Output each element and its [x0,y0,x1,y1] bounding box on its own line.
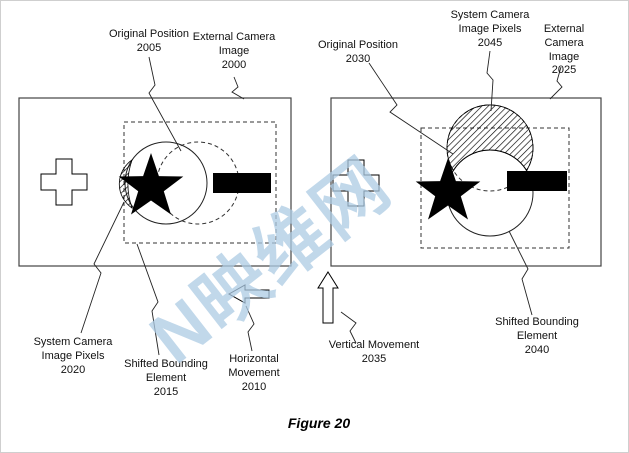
vertical-movement-arrow-icon [317,271,339,324]
right-plus-icon [332,159,380,207]
left-diagram [18,56,292,356]
label-external-camera-2025: External Camera Image 2025 [543,23,585,77]
label-system-camera-pixels-2045: System Camera Image Pixels 2045 [450,9,530,49]
label-shifted-bounding-2040: Shifted Bounding Element 2040 [495,316,579,356]
leader-system-camera-pixels-2045 [486,50,494,112]
right-external-camera-frame [330,97,602,267]
label-horizontal-movement-2010: Horizontal Movement 2010 [228,353,280,393]
leader-horizontal-movement-2010 [245,305,255,352]
leader-external-camera-2025 [549,66,563,100]
label-original-position-2005: Original Position 2005 [108,28,190,54]
label-vertical-movement-2035: Vertical Movement 2035 [328,339,420,365]
horizontal-movement-arrow-icon [227,284,270,304]
right-system-camera-pixels-hatch [446,104,534,172]
label-shifted-bounding-2015: Shifted Bounding Element 2015 [124,358,208,398]
leader-vertical-movement-2035 [340,311,357,344]
leader-original-position-2030 [368,62,454,155]
leader-system-camera-pixels-2020 [80,201,125,334]
right-minus-icon [507,171,567,191]
left-plus-icon [40,158,88,206]
right-star-icon [415,158,481,220]
leader-original-position-2005 [148,56,182,152]
leader-shifted-bounding-2015 [136,243,160,356]
label-original-position-2030: Original Position 2030 [317,39,399,65]
right-diagram [317,50,602,344]
left-star-icon [118,153,184,215]
label-external-camera-2000: External Camera Image 2000 [192,31,276,71]
leader-shifted-bounding-2040 [508,230,533,316]
figure-caption: Figure 20 [287,415,351,431]
left-external-camera-frame [18,97,292,267]
leader-external-camera-2000 [231,76,245,100]
left-minus-icon [213,173,271,193]
label-system-camera-pixels-2020: System Camera Image Pixels 2020 [33,336,113,376]
